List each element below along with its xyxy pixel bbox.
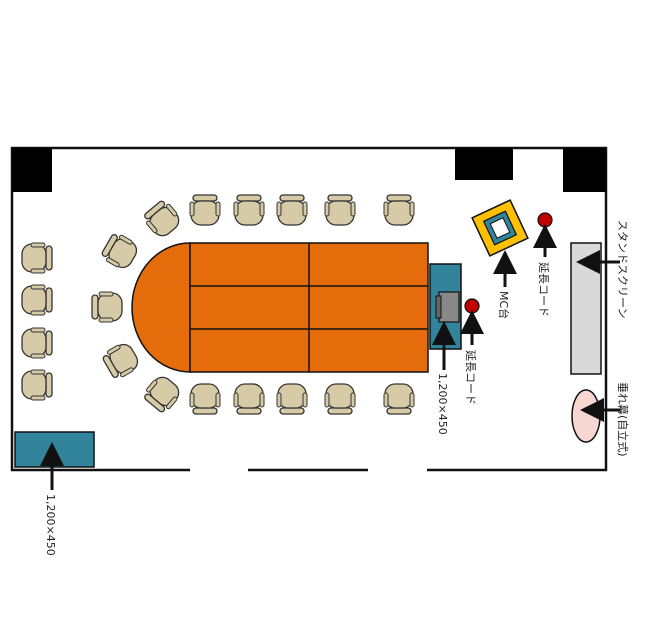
chair-icon bbox=[276, 194, 308, 226]
chair-icon bbox=[233, 194, 265, 226]
chair-icon bbox=[324, 383, 356, 415]
chair-icon bbox=[383, 383, 415, 415]
chair-icon bbox=[189, 194, 221, 226]
label-mc-stand: MC台 bbox=[497, 291, 511, 319]
pillar bbox=[455, 148, 513, 180]
side-table-left bbox=[14, 431, 95, 468]
label-stand-screen: スタンドスクリーン bbox=[616, 220, 629, 318]
chair-icon bbox=[21, 242, 53, 274]
conference-table bbox=[131, 242, 429, 373]
chair-icon bbox=[21, 327, 53, 359]
label-table-size: 1,200×450 bbox=[436, 373, 449, 435]
pillar bbox=[563, 148, 606, 192]
chair-icon bbox=[233, 383, 265, 415]
mc-stand bbox=[471, 199, 529, 257]
chair-icon bbox=[383, 194, 415, 226]
label-extension-cord: 延長コード bbox=[537, 262, 550, 317]
plug-icon bbox=[537, 212, 553, 228]
pillar bbox=[12, 148, 52, 192]
plug-icon bbox=[464, 298, 480, 314]
podium-icon bbox=[435, 291, 460, 323]
label-extension-cord: 延長コード bbox=[464, 350, 477, 405]
chair-icon bbox=[21, 369, 53, 401]
chair-icon bbox=[91, 291, 123, 323]
label-banner: 垂れ幕(自立式) bbox=[616, 382, 630, 457]
banner-stand bbox=[571, 389, 601, 443]
chair-icon bbox=[276, 383, 308, 415]
chair-icon bbox=[21, 284, 53, 316]
chair-icon bbox=[189, 383, 221, 415]
chair-icon bbox=[324, 194, 356, 226]
label-table-size: 1,200×450 bbox=[44, 494, 57, 556]
